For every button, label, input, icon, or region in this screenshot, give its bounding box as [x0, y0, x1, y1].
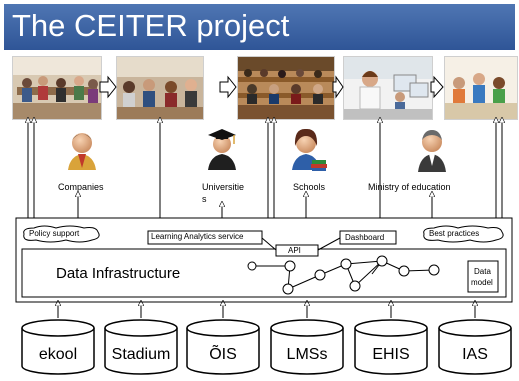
- companies-label: Companies: [58, 182, 104, 192]
- dashboard-box: [339, 230, 397, 245]
- database-lmss-icon: [270, 319, 344, 375]
- graph-node: [284, 260, 296, 272]
- learning-analytics-label: Learning Analytics service: [151, 232, 244, 241]
- infrastructure-inner-box: [21, 248, 507, 298]
- database-ias-icon: [438, 319, 512, 375]
- lecture-hall-photo: [237, 56, 335, 120]
- source-lmss-label: LMSs: [286, 346, 328, 363]
- source-ehis-label: EHIS: [372, 346, 410, 363]
- source-stadium-label: Stadium: [111, 346, 171, 363]
- source-ois-label: ÕIS: [209, 346, 237, 363]
- flow-arrow-2: [219, 75, 237, 99]
- classroom-photo-1: [12, 56, 102, 120]
- flow-arrow-4: [430, 75, 444, 99]
- minister-icon: [418, 130, 446, 172]
- classroom-photo-2: [116, 56, 204, 120]
- graph-node: [314, 269, 326, 281]
- universities-label: Universitie: [202, 182, 245, 192]
- students-photo: [444, 56, 518, 120]
- graph-node: [398, 265, 410, 277]
- universities-label-wrap: s: [202, 194, 207, 204]
- graph-node: [376, 255, 388, 267]
- policy-support-label: Policy support: [29, 229, 80, 238]
- graph-node: [428, 264, 440, 276]
- dashboard-label: Dashboard: [345, 233, 385, 242]
- graph-node: [282, 283, 294, 295]
- database-ehis-icon: [354, 319, 428, 375]
- companies-icon: [68, 133, 96, 170]
- database-ois-icon: [186, 319, 260, 375]
- best-practices-cloud: [423, 225, 504, 243]
- data-model-box: [467, 260, 499, 293]
- policy-support-cloud: [23, 225, 100, 243]
- ministry-label: Ministry of education: [368, 182, 451, 192]
- page-title: The CEITER project: [12, 8, 290, 43]
- source-ias-label: IAS: [462, 346, 488, 363]
- graph-node: [247, 261, 257, 271]
- source-ekool-label: ekool: [38, 346, 78, 363]
- database-stadium-icon: [104, 319, 178, 375]
- api-box: [275, 244, 319, 257]
- student-with-books-icon: [292, 128, 327, 171]
- data-model-label-1: Data: [474, 267, 491, 276]
- api-label: API: [288, 246, 301, 255]
- best-practices-label: Best practices: [429, 229, 480, 238]
- database-ekool-icon: [21, 319, 95, 375]
- flow-arrow-3: [332, 75, 344, 99]
- graph-node: [349, 280, 361, 292]
- data-model-label-2: model: [471, 278, 493, 287]
- infrastructure-outer-box: [15, 217, 513, 303]
- flow-arrow-1: [99, 75, 117, 99]
- data-infrastructure-label: Data Infrastructure: [56, 265, 181, 282]
- learning-analytics-box: [147, 230, 263, 245]
- graduate-icon: [208, 129, 236, 170]
- graph-node: [340, 258, 352, 270]
- title-bar: The CEITER project: [4, 4, 515, 50]
- schools-label: Schools: [293, 182, 326, 192]
